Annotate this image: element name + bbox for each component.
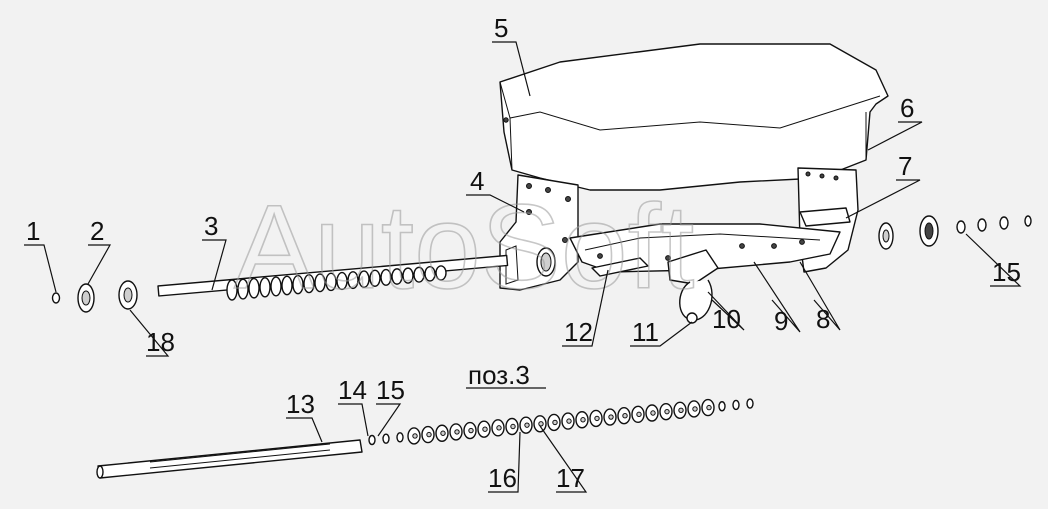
auger-coil (347, 271, 359, 290)
left-small-parts (51, 280, 138, 313)
detail-coil-hole (482, 426, 488, 432)
callout-7: 7 (898, 151, 912, 181)
auger-coil (402, 267, 414, 284)
callout-15-detail: 15 (376, 375, 405, 405)
hopper-body (499, 43, 889, 191)
callout-13: 13 (286, 389, 315, 419)
detail-coil-hole (496, 425, 502, 431)
detail-view-label: поз.3 (468, 360, 530, 390)
callout-2: 2 (90, 216, 104, 246)
detail-coil-hole (636, 411, 642, 418)
auger-coil (325, 272, 337, 292)
auger-coil (314, 273, 326, 293)
auger-coil (413, 266, 425, 283)
detail-coil-hole (650, 410, 656, 416)
callout-8: 8 (816, 304, 830, 334)
callout-15-top: 15 (992, 257, 1021, 287)
detail-coil-hole (454, 429, 460, 435)
detail-coil-hole (664, 408, 670, 415)
detail-coil-hole (426, 431, 432, 438)
detail-coil-hole (678, 407, 684, 413)
callout-10: 10 (712, 304, 741, 334)
auger-coil (259, 277, 271, 298)
detail-coil-hole (692, 406, 698, 412)
callout-labels: 1 2 3 4 5 6 7 8 9 10 11 12 18 15 13 14 1… (26, 13, 1021, 493)
detail-coil (746, 398, 754, 409)
auger-coil (435, 265, 447, 281)
detail-coil-hole (412, 433, 418, 439)
callout-1: 1 (26, 216, 40, 246)
callout-9: 9 (774, 306, 788, 336)
auger-shaft (157, 254, 509, 301)
detail-coil-hole (566, 418, 572, 424)
auger-coil (292, 274, 304, 295)
detail-coil-hole (580, 417, 586, 423)
detail-coil (368, 434, 376, 446)
left-side-bracket (499, 174, 579, 291)
detail-coil-hole (468, 427, 474, 434)
detail-coil (718, 401, 726, 412)
detail-coil-hole (440, 430, 446, 436)
auger-coil (303, 274, 315, 294)
auger-coil (281, 275, 293, 296)
detail-coil-hole (552, 419, 558, 426)
callout-18: 18 (146, 327, 175, 357)
detail-coil-hole (608, 414, 614, 420)
auger-coil (270, 276, 282, 297)
detail-coil-hole (622, 413, 628, 419)
auger-coil (248, 277, 260, 299)
auger-coil (369, 269, 381, 287)
detail-coil (732, 399, 740, 411)
detail-coil (396, 432, 404, 443)
detail-shaft-assembly (96, 398, 754, 479)
auger-coil (358, 270, 370, 289)
leader-lines (24, 41, 1022, 493)
auger-coil (380, 268, 392, 286)
callout-11: 11 (632, 317, 659, 347)
detail-coil-hole (706, 404, 712, 411)
callout-16: 16 (488, 463, 517, 493)
right-small-parts (878, 215, 1032, 250)
detail-coil-hole (510, 423, 516, 430)
detail-coil-hole (594, 415, 600, 422)
dosing-gate (667, 249, 719, 324)
callout-17: 17 (556, 463, 585, 493)
detail-coil (382, 433, 390, 444)
trough-plate (569, 223, 841, 277)
auger-coil (391, 268, 403, 285)
callout-14: 14 (338, 375, 367, 405)
callout-12: 12 (564, 317, 593, 347)
callout-4: 4 (470, 166, 484, 196)
callout-6: 6 (900, 93, 914, 123)
detail-coil-hole (538, 421, 544, 427)
callout-5: 5 (494, 13, 508, 43)
auger-coil (336, 271, 348, 291)
auger-coil (226, 279, 238, 301)
watermark-text: AutoSoft (234, 180, 694, 314)
callout-3: 3 (204, 211, 218, 241)
auger-coil (237, 278, 249, 300)
detail-coil-hole (524, 422, 530, 428)
auger-coil (424, 265, 436, 282)
